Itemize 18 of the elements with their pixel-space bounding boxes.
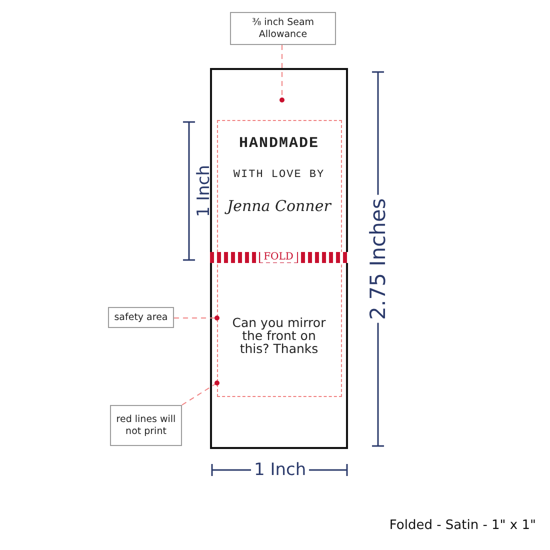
heading-text: HANDMADE	[238, 134, 320, 152]
subheading-text: WITH LOVE BY	[232, 168, 326, 180]
callout-text: safety area	[114, 312, 168, 324]
callout-text: ⅜ inch Seam Allowance	[250, 16, 316, 40]
callout-box	[230, 12, 336, 45]
callout-text: red lines will not print	[115, 414, 177, 438]
fold-text: FOLD	[260, 252, 298, 262]
note-text: Can you mirror the front on this? Thanks	[231, 316, 327, 355]
callout-box	[108, 307, 174, 328]
name-text: Jenna Conner	[218, 196, 340, 214]
leader-line	[182, 380, 220, 406]
fold-band	[210, 252, 348, 262]
callout-box	[110, 405, 182, 446]
dimension-label: 1 Inch	[194, 164, 214, 220]
label-outline	[210, 68, 348, 449]
leader-line	[280, 44, 284, 102]
caption: Folded - Satin - 1" x 1"	[389, 518, 536, 533]
leader-line	[174, 316, 220, 320]
